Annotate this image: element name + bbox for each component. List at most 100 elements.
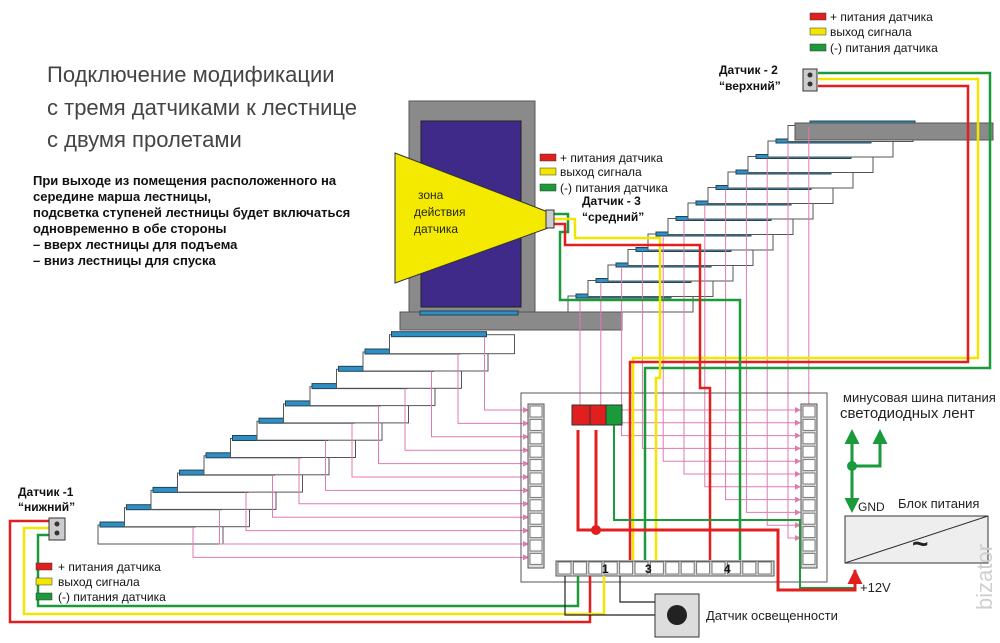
svg-text:1: 1 <box>602 562 609 576</box>
terminal <box>696 561 711 575</box>
svg-text:+ питания датчика: + питания датчика <box>58 560 161 574</box>
svg-text:– вниз лестницы для спуска: – вниз лестницы для спуска <box>33 253 216 268</box>
terminal <box>802 539 816 552</box>
terminal <box>802 526 816 539</box>
terminal <box>619 561 634 575</box>
svg-text:Датчик освещенности: Датчик освещенности <box>706 608 838 623</box>
stair-step <box>97 524 224 545</box>
led-wire <box>745 174 801 516</box>
light-sensor: Датчик освещенности <box>654 593 838 638</box>
svg-text:(-) питания датчика: (-) питания датчика <box>58 590 166 604</box>
svg-text:середине марша лестницы,: середине марша лестницы, <box>33 189 211 204</box>
terminal <box>529 405 543 418</box>
light-sensor-wires <box>564 576 655 616</box>
terminal <box>634 561 649 575</box>
svg-text:Подключение модификации: Подключение модификации <box>47 62 335 87</box>
terminal <box>802 512 816 525</box>
svg-text:– вверх лестницы для подъема: – вверх лестницы для подъема <box>33 237 238 252</box>
terminal <box>529 418 543 431</box>
svg-text:Датчик -1: Датчик -1 <box>18 485 74 499</box>
led-wire <box>192 529 529 561</box>
svg-text:+ питания датчика: + питания датчика <box>830 10 933 24</box>
terminal <box>802 445 816 458</box>
svg-text:Блок питания: Блок питания <box>898 496 979 511</box>
svg-text:выход сигнала: выход сигнала <box>58 575 140 589</box>
svg-text:При выходе из помещения распол: При выходе из помещения расположенного н… <box>33 173 337 188</box>
svg-text:+12V: +12V <box>860 580 891 595</box>
svg-text:датчика: датчика <box>414 222 458 236</box>
terminal <box>529 459 543 472</box>
stair-step <box>124 507 250 528</box>
sensor-1: Датчик -1 “нижний” <box>18 485 75 541</box>
terminal <box>649 561 664 575</box>
led-wire <box>766 158 801 529</box>
terminal <box>802 459 816 472</box>
led-wire <box>484 338 529 413</box>
led-wire <box>298 459 529 507</box>
terminal <box>711 561 726 575</box>
svg-text:светодиодных лент: светодиодных лент <box>840 405 975 422</box>
legend-bottom: + питания датчика выход сигнала (-) пита… <box>35 560 166 604</box>
led-wire <box>245 494 529 534</box>
terminal <box>588 561 603 575</box>
led-wire <box>431 373 529 440</box>
watermark: bizator <box>972 544 997 610</box>
sensor1-wires <box>8 519 606 624</box>
lower-stairs <box>97 331 515 545</box>
sensor-3: Датчик - 3 “средний” <box>545 194 644 229</box>
stair-step <box>283 403 409 424</box>
terminal <box>529 526 543 539</box>
terminal <box>680 561 695 575</box>
svg-text:минусовая шина питания: минусовая шина питания <box>843 390 996 405</box>
svg-text:с тремя датчиками к лестнице: с тремя датчиками к лестнице <box>47 95 357 120</box>
stair-step <box>150 489 277 510</box>
svg-text:подсветка ступеней лестницы бу: подсветка ступеней лестницы будет включа… <box>33 205 350 220</box>
svg-text:“нижний”: “нижний” <box>18 500 75 514</box>
svg-text:Датчик - 3: Датчик - 3 <box>582 194 641 208</box>
sensor-2: Датчик - 2 “верхний” <box>719 63 818 93</box>
stair-step <box>309 386 436 407</box>
top-landing <box>794 122 994 141</box>
svg-text:“верхний”: “верхний” <box>719 79 781 93</box>
svg-text:+ питания датчика: + питания датчика <box>560 151 663 165</box>
svg-text:зона: зона <box>418 188 444 202</box>
led-wire <box>378 407 529 467</box>
led-wire <box>272 477 529 521</box>
stair-step <box>256 420 383 441</box>
controller: 1 3 4 <box>520 392 828 583</box>
description: При выходе из помещения расположенного н… <box>33 173 350 268</box>
svg-text:одновременно в обе стороны: одновременно в обе стороны <box>33 221 227 236</box>
terminal <box>557 561 572 575</box>
stair-step <box>336 368 462 389</box>
led-wire <box>662 236 801 465</box>
svg-text:3: 3 <box>645 562 652 576</box>
terminal <box>757 561 772 575</box>
svg-text:действия: действия <box>414 205 465 219</box>
terminal <box>529 472 543 485</box>
terminal <box>603 561 618 575</box>
led-wire <box>219 511 529 547</box>
sensor3-wires <box>554 212 742 560</box>
terminal <box>802 432 816 445</box>
svg-text:4: 4 <box>724 562 731 576</box>
svg-text:(-) питания датчика: (-) питания датчика <box>560 181 668 195</box>
svg-text:GND: GND <box>858 500 885 514</box>
svg-text:“средний”: “средний” <box>582 210 644 224</box>
svg-text:с двумя пролетами: с двумя пролетами <box>47 127 242 152</box>
sensor2-wires <box>628 71 992 560</box>
legend-middle: + питания датчика выход сигнала (-) пита… <box>539 151 668 195</box>
svg-text:(-) питания датчика: (-) питания датчика <box>830 41 938 55</box>
terminal <box>742 561 757 575</box>
stair-step <box>230 438 356 458</box>
led-wire <box>641 251 801 452</box>
terminal <box>665 561 680 575</box>
terminal <box>529 485 543 498</box>
terminal <box>529 445 543 458</box>
led-wire <box>787 143 801 541</box>
terminal <box>802 499 816 512</box>
stair-step <box>177 472 303 493</box>
terminal <box>802 405 816 418</box>
led-strip <box>419 310 519 316</box>
svg-text:выход сигнала: выход сигнала <box>560 165 642 179</box>
